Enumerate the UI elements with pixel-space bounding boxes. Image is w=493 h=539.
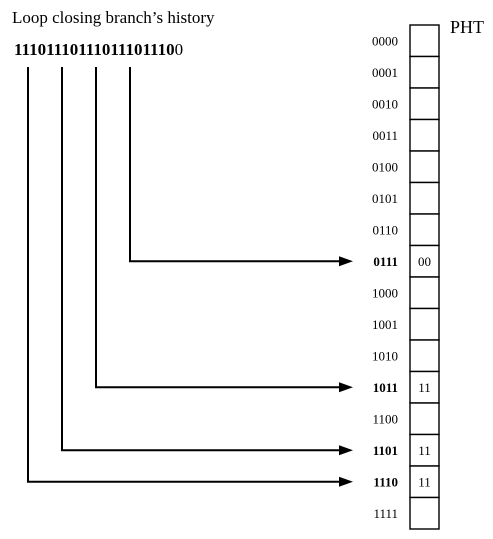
pht-cell	[409, 496, 440, 530]
pht-table: 0000 0001 0010 0011 0100 0101 0110 0111 00 1000 10…	[372, 24, 440, 530]
pht-counter-value: 11	[418, 443, 431, 458]
pht-counter-value: 00	[418, 254, 431, 269]
pht-row: 1001	[372, 307, 440, 341]
pht-row: 0010	[372, 87, 440, 121]
pht-index-label: 1000	[372, 285, 398, 300]
pht-index-label: 0011	[372, 128, 398, 143]
arrowhead-icon	[339, 445, 353, 456]
pht-index-label: 0101	[372, 191, 398, 206]
history-wire	[61, 67, 341, 452]
pht-cell	[409, 55, 440, 89]
history-tail: 0	[175, 40, 184, 59]
pht-cell	[409, 465, 440, 499]
pht-index-label: 0000	[372, 33, 398, 48]
history-group-1: 1110	[14, 40, 46, 59]
history-group-5: 1110	[143, 40, 175, 59]
diagram-title: Loop closing branch’s history	[12, 8, 215, 27]
pht-row: 0110	[372, 213, 440, 247]
pht-row: 0000	[372, 24, 440, 58]
pht-index-label: 1001	[372, 317, 398, 332]
history-wire	[95, 67, 341, 389]
pht-row: 1010	[372, 339, 440, 373]
history-wires	[27, 67, 353, 487]
pht-index-label: 1111	[373, 506, 398, 521]
pht-index-label: 0100	[372, 159, 398, 174]
pht-index-label: 0110	[372, 222, 398, 237]
pht-label: PHT	[450, 17, 484, 37]
pht-cell	[409, 307, 440, 341]
pht-cell	[409, 24, 440, 58]
pht-cell	[409, 276, 440, 310]
pht-index-label: 0001	[372, 65, 398, 80]
history-group-4: 1110	[110, 40, 142, 59]
pht-row: 1101 11	[373, 433, 440, 467]
pht-row: 1111	[373, 496, 440, 530]
pht-row: 0111 00	[373, 244, 440, 278]
arrowhead-icon	[339, 476, 353, 487]
pht-row: 0100	[372, 150, 440, 184]
pht-row: 1011 11	[373, 370, 440, 404]
pht-index-label: 1100	[372, 411, 398, 426]
pht-row: 1000	[372, 276, 440, 310]
pht-index-label: 0010	[372, 96, 398, 111]
history-wire	[129, 67, 341, 263]
pht-cell	[409, 213, 440, 247]
pht-row: 0101	[372, 181, 440, 215]
history-group-3: 1110	[78, 40, 110, 59]
pht-cell	[409, 118, 440, 152]
pht-index-label: 0111	[373, 254, 398, 269]
history-bits: 111011101110111011100	[14, 40, 183, 59]
pht-row: 1100	[372, 402, 440, 436]
pht-row: 0001	[372, 55, 440, 89]
pht-cell	[409, 181, 440, 215]
pht-counter-value: 11	[418, 380, 431, 395]
arrowhead-icon	[339, 382, 353, 393]
pht-index-label: 1101	[373, 443, 398, 458]
pht-index-label: 1011	[373, 380, 398, 395]
pht-cell	[409, 150, 440, 184]
arrowhead-icon	[339, 256, 353, 267]
pht-row: 1110 11	[373, 465, 440, 499]
pht-cell	[409, 402, 440, 436]
pht-row: 0011	[372, 118, 440, 152]
pht-cell	[409, 87, 440, 121]
pht-counter-value: 11	[418, 474, 431, 489]
pht-cell	[409, 339, 440, 373]
history-wire	[27, 67, 341, 483]
history-group-2: 1110	[46, 40, 78, 59]
pht-index-label: 1110	[373, 474, 398, 489]
pht-index-label: 1010	[372, 348, 398, 363]
